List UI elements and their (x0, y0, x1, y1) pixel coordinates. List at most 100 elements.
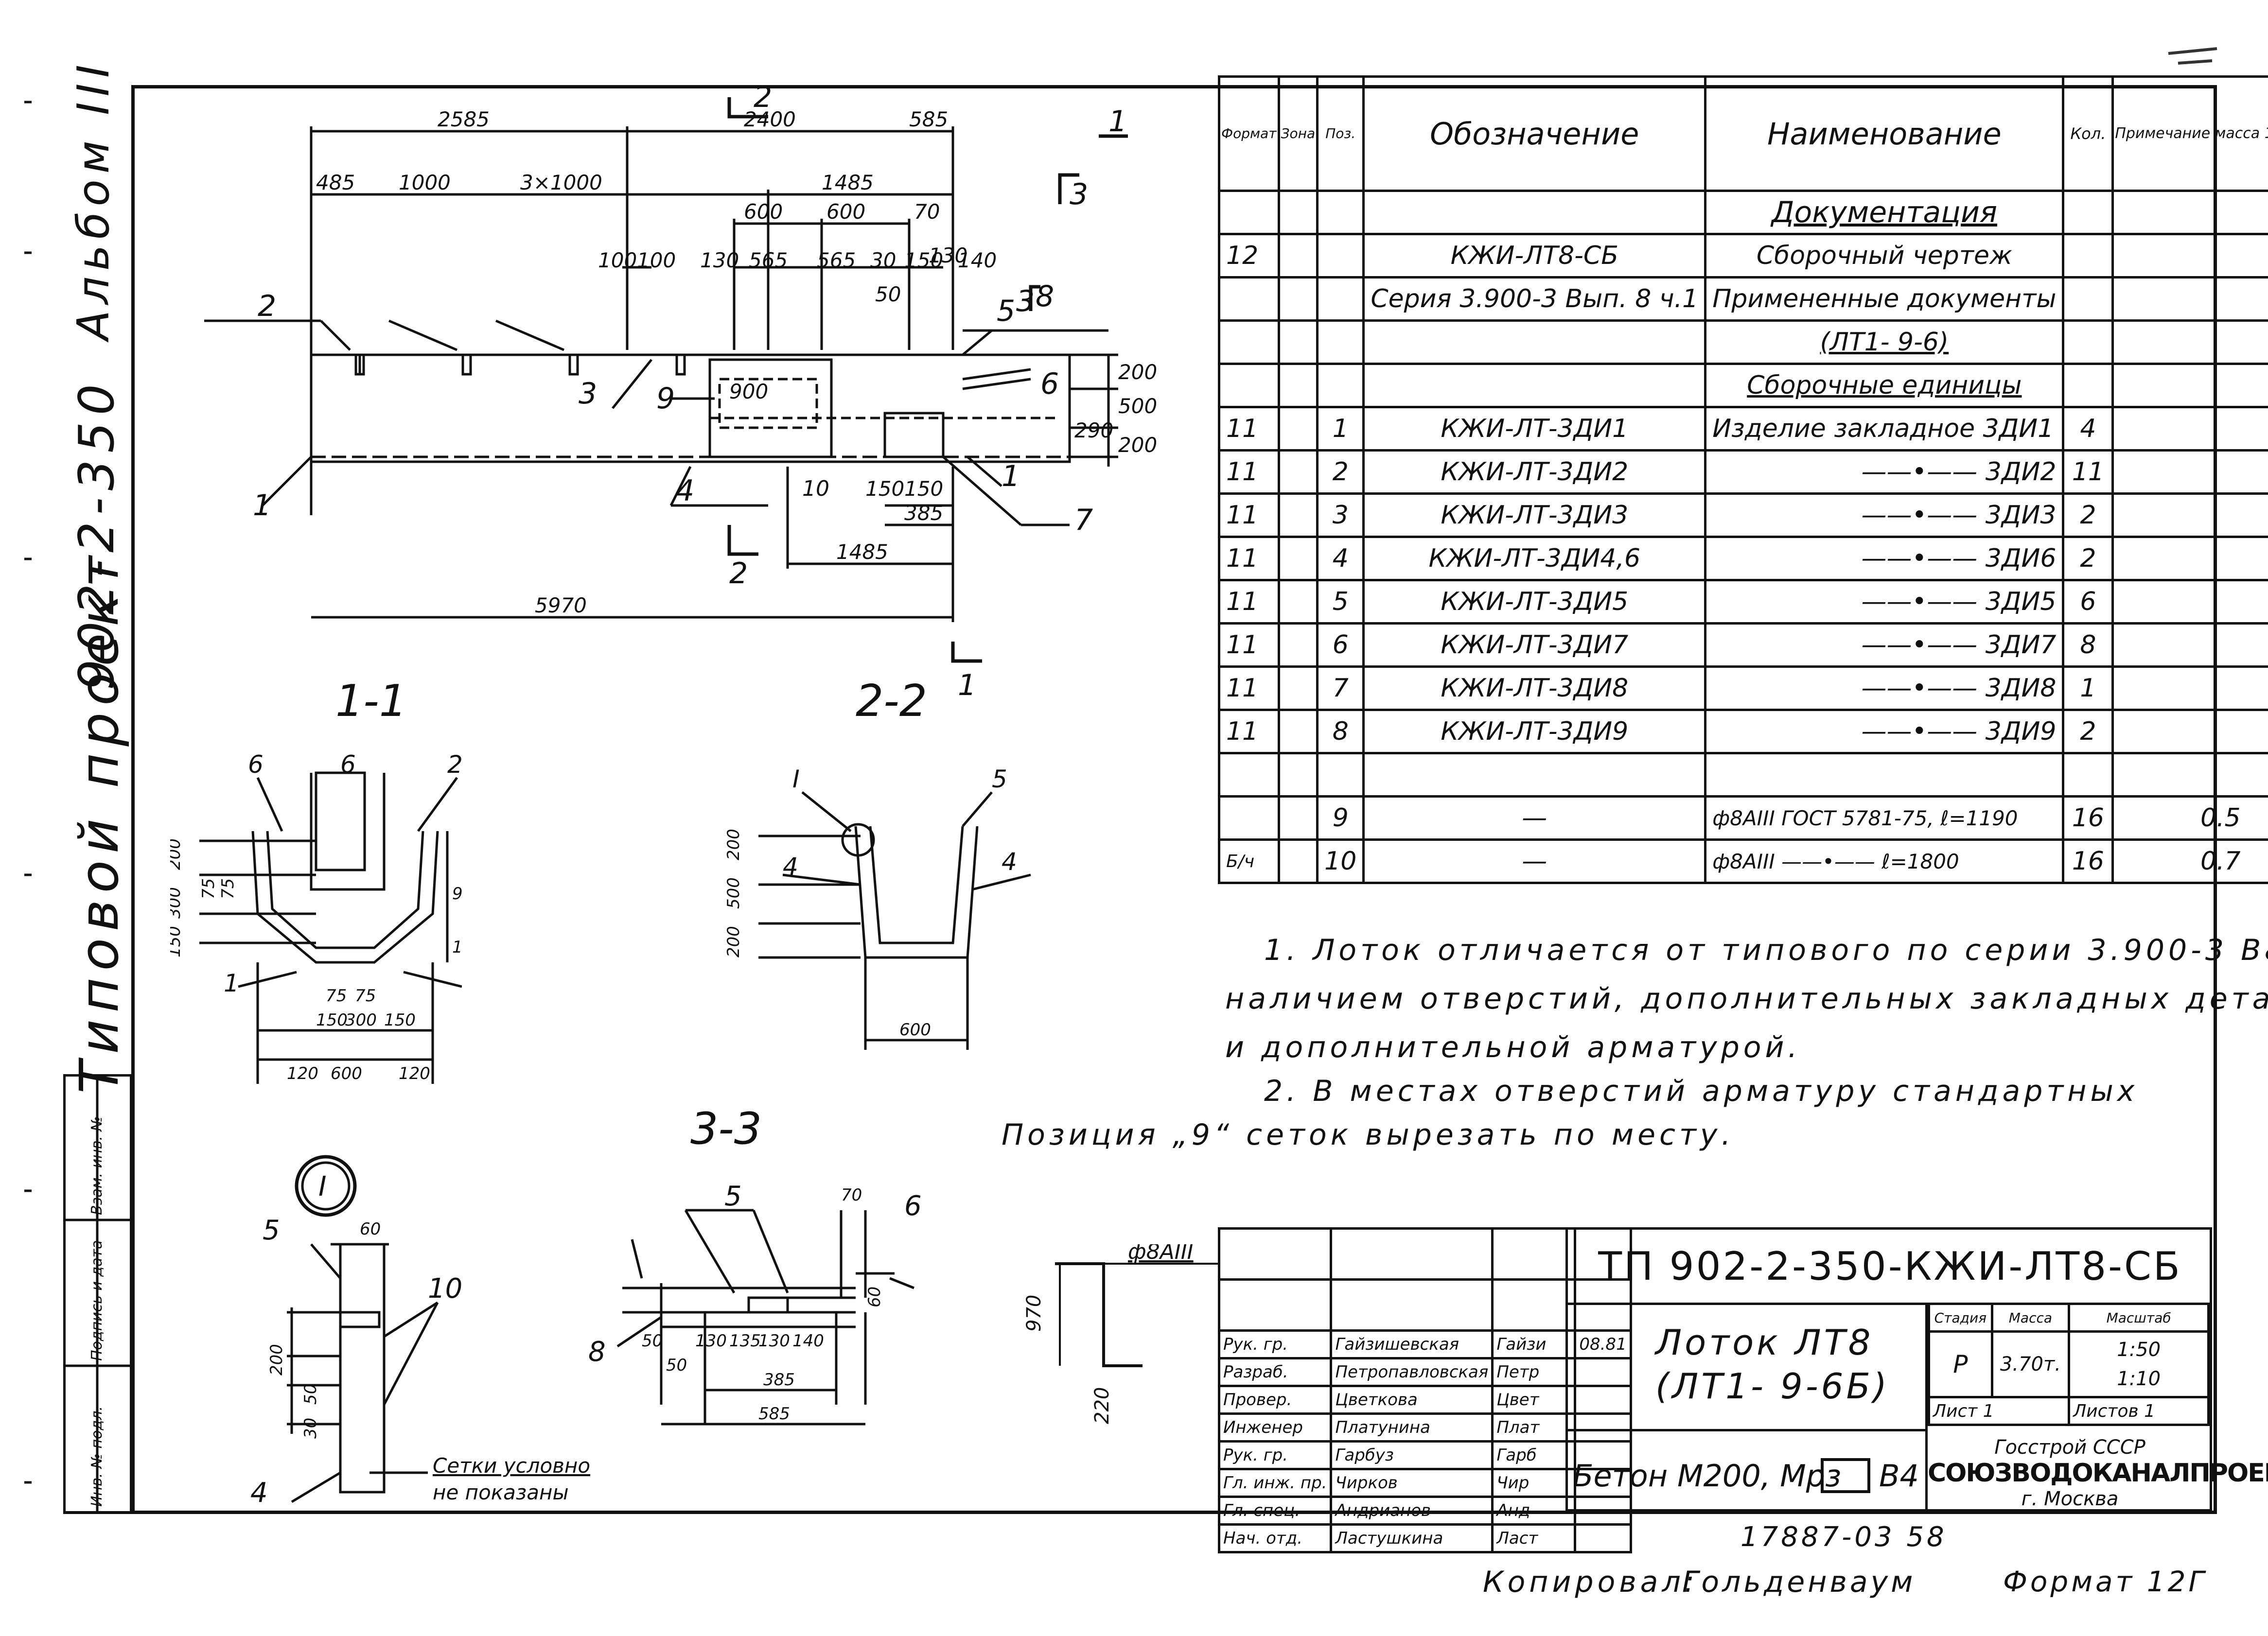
s11-dim-100: 100 (452, 938, 462, 957)
s11-dim-200: 200 (170, 838, 184, 870)
section-2-2-title: 2-2 (856, 676, 927, 727)
detail-dim-30: 30 (301, 1418, 320, 1439)
note-line-2: наличием отверстий, дополнительных закла… (1225, 982, 2268, 1016)
spec-header-name: Наименование (1704, 75, 2065, 192)
s22-dim-200a: 200 (724, 829, 743, 860)
trough-outline (310, 353, 1071, 463)
s11-dim-75v1: 75 (199, 878, 218, 899)
signer-row: Провер.Цветкова Цвет (1217, 1385, 1633, 1415)
copied-label: Копировал: (1483, 1565, 1699, 1599)
pos-8: 8 (1036, 279, 1054, 313)
corner-mark-icon (2168, 47, 2217, 65)
dim-600a: 600 (744, 200, 783, 224)
section-3-3: 70 50 130 135 130 140 385 585 60 50 5 6 … (588, 1181, 922, 1426)
spec-header-pos: Поз. (1316, 75, 1365, 192)
s33-dim-50b: 50 (666, 1356, 687, 1375)
dim-150a: 150 (904, 248, 943, 272)
dim-100a: 100 (598, 248, 637, 272)
stamp-sign-date: Подпись и дата (88, 1240, 105, 1361)
s22-pos-5: 5 (992, 765, 1007, 793)
s22-dim-200b: 200 (724, 926, 743, 957)
plan-drawing: 2585 2400 585 485 1000 3×1000 1485 600 6… (204, 80, 1157, 700)
org-line-1: Госстрой СССР (1994, 1436, 2145, 1459)
detail-note-2: не показаны (433, 1480, 569, 1504)
cut-1-top: 1 (1108, 104, 1127, 139)
note-line-4: 2. В местах отверстий арматуру стандартн… (1264, 1074, 2139, 1108)
dim-565a: 565 (749, 248, 788, 272)
rebar-label: ф8АIII (1128, 1244, 1194, 1264)
spec-header-format: Формат (1218, 75, 1280, 192)
product-name-1: Лоток ЛТ8 (1655, 1322, 1874, 1363)
org-line-3: г. Москва (2021, 1488, 2119, 1510)
dim-900: 900 (729, 380, 768, 403)
spec-header-note: Примечание масса 1шт. кг. (2111, 75, 2268, 192)
section-2-2: 200 500 200 600 I 5 4 4 (724, 765, 1031, 1050)
table-row (1218, 752, 2268, 798)
s11-dim-75b: 75 (355, 986, 376, 1006)
s11-dim-120a: 120 (287, 1064, 318, 1083)
mass-value: 3.70т. (1990, 1330, 2071, 1398)
pos-9: 9 (656, 382, 675, 416)
org-cell: Госстрой СССР СОЮЗВОДОКАНАЛПРОЕКТ г. Мос… (1928, 1431, 2268, 1512)
specification-table: Формат Зона Поз. Обозначение Наименовани… (1218, 75, 2268, 884)
pos-1-right: 1 (1002, 459, 1020, 493)
s33-dim-585: 585 (758, 1404, 790, 1424)
pos-10: 10 (802, 476, 829, 501)
reg-number: 17887-03 58 (1741, 1521, 1947, 1553)
detail-note-1: Сетки условно (433, 1454, 590, 1478)
s33-pos-6: 6 (904, 1190, 922, 1222)
s11-dim-150a: 150 (316, 1010, 348, 1030)
s22-pos-4b: 4 (1002, 848, 1017, 876)
org-line-2: СОЮЗВОДОКАНАЛПРОЕКТ (1928, 1459, 2268, 1488)
pos-4: 4 (676, 474, 694, 508)
rebar-dim-220: 220 (1091, 1387, 1113, 1424)
detail-pos-4: 4 (250, 1477, 268, 1509)
detail-label: I (318, 1171, 327, 1202)
stamp-replace: Взам. инв. № (88, 1116, 105, 1215)
cut-2-top: 2 (754, 80, 772, 114)
detail-dim-200: 200 (267, 1344, 286, 1375)
signer-row: Гл. инж. пр.Чирков Чир (1217, 1468, 1633, 1498)
material-cell: Бетон М200, Мрз В4 (1568, 1431, 1928, 1512)
s11-dim-75a: 75 (326, 986, 347, 1006)
table-row: Документация (1218, 190, 2268, 235)
cut-1-bottom: 1 (958, 668, 976, 700)
pos-7: 7 (1074, 503, 1093, 537)
rebar-shape (1055, 1262, 1143, 1367)
dim-50: 50 (875, 282, 901, 306)
detail-pos-10: 10 (428, 1273, 462, 1305)
s22-dim-600: 600 (899, 1020, 931, 1040)
dim-600b: 600 (826, 200, 865, 224)
signer-row: Гл. спец.Андрианов Анд (1217, 1496, 1633, 1526)
dim-200b: 200 (1118, 433, 1157, 457)
s11-dim-120b: 120 (399, 1064, 430, 1083)
cut-2-bottom: 2 (729, 557, 748, 591)
dim-585: 585 (909, 107, 948, 131)
s11-dim-150b: 150 (384, 1010, 416, 1030)
spec-header-zone: Зона (1277, 75, 1319, 192)
detail-pos-5: 5 (263, 1215, 280, 1246)
s33-pos-8: 8 (588, 1336, 606, 1368)
dim-2400: 2400 (744, 107, 796, 131)
s22-dim-500: 500 (724, 877, 743, 909)
dim-5970: 5970 (535, 593, 587, 617)
s33-dim-50a: 50 (642, 1331, 663, 1351)
dim-2585: 2585 (438, 107, 490, 131)
s11-pos-6a: 6 (248, 750, 264, 779)
sidebar-stamp (63, 1074, 133, 1514)
s33-dim-70: 70 (841, 1185, 862, 1205)
dim-150c: 150 (904, 477, 943, 501)
sheet-no: Лист 1 (1927, 1396, 2071, 1426)
stamp-inv: Инв. № подл. (88, 1406, 105, 1507)
note-line-5: Позиция „9“ сеток вырезать по месту. (1002, 1118, 1735, 1152)
detail-dim-60: 60 (360, 1219, 381, 1239)
rebar-sketch: 970 220 ф8АIII (1023, 1244, 1220, 1424)
dim-130b: 130 (929, 244, 967, 267)
